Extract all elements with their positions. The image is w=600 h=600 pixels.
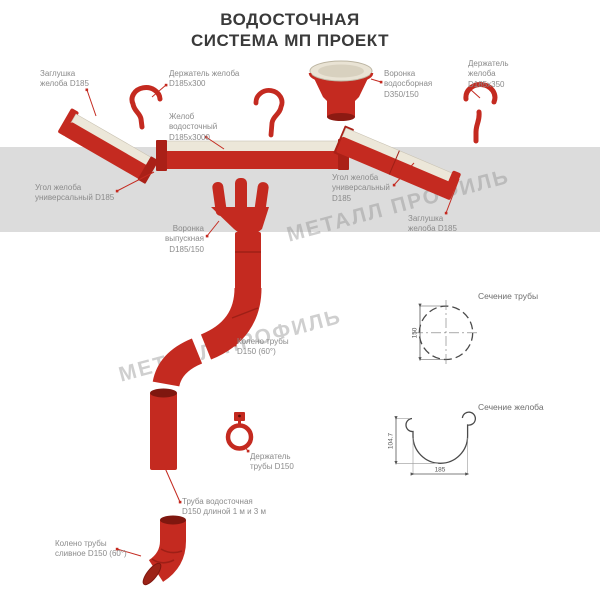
leader-drain-elbow [116,548,142,557]
pipe-elbow-upper [200,287,262,360]
label-downpipe: Труба водосточная D150 длиной 1 м и 3 м [182,497,266,517]
downpipe-opening [150,388,177,398]
gutter-corner-collar-left [156,140,167,171]
pipe-holder [225,412,254,451]
drain-elbow-rib-2 [151,558,175,564]
label-gutter-main: Желоб водосточный D185х3000 [169,112,218,142]
pipe-section-title: Сечение трубы [478,291,539,301]
holder-ring [225,423,254,451]
gutter-front [162,151,343,169]
label-pipe-elbow: Колено трубы D150 (60°) [237,337,289,357]
gutter-corner-collar [137,156,159,184]
drain-elbow-top-opening [160,515,186,525]
gutter-section-title: Сечение желоба [478,402,544,412]
pipe-cross-section: 150 [412,300,479,366]
label-funnel-inlet: Воронка водосборная D350/150 [384,69,433,99]
drain-elbow-outlet [142,562,162,586]
gutter-end-cap-right [442,170,461,200]
pipe-diameter-dim: 150 [412,327,419,338]
funnel-outlet-rim [327,113,355,121]
leader-cap-right [445,178,460,214]
gutter-hook-left [129,85,163,130]
leader-funnel-inlet [370,78,382,83]
leader-corner-left [116,171,155,192]
leader-downpipe [164,467,181,503]
label-corner-right: Угол желоба универсальный D185 [332,173,390,203]
label-cap-left: Заглушка желоба D185 [40,69,89,89]
label-holder-350: Держатель желоба D185х350 [468,59,509,89]
gutter-hook-right [463,81,498,144]
funnel-top-interior [318,64,364,78]
gutter-front [336,136,451,198]
label-corner-left: Угол желоба универсальный D185 [35,183,115,203]
gutter-cross-section: 104.7 185 [388,411,476,476]
outlet-funnel-claw [211,178,269,290]
gutter-hook-center [253,88,285,138]
pipe-elbow-lower [152,338,203,388]
leader-anchors [85,80,472,551]
label-cap-right: Заглушка желоба D185 [408,214,457,234]
gutter-front [64,122,153,182]
page-title: ВОДОСТОЧНАЯ СИСТЕМА МП ПРОЕКТ [140,10,440,51]
funnel-rim-edge [308,72,374,85]
outlet-tube [235,232,261,290]
drain-elbow [142,515,186,586]
label-funnel-outlet: Воронка выпускная D185/150 [165,224,204,254]
drain-elbow-rib-1 [160,548,183,554]
elbow-seam [231,307,259,319]
gutter-seam [388,150,400,175]
leader-holder-300 [151,84,167,98]
gutter-profile [405,411,476,464]
page-title-line2: СИСТЕМА МП ПРОЕКТ [191,30,389,50]
downpipe-tube [150,392,177,470]
holder-screw [238,414,241,418]
funnel-body [311,72,371,117]
leader-funnel-outlet [206,220,220,237]
page-title-line1: ВОДОСТОЧНАЯ [220,10,360,29]
gutter-run-right [333,125,461,200]
claw-body [211,207,269,233]
leader-holder-350 [469,88,481,99]
leader-lines [86,78,481,557]
leader-pipe-elbow [214,337,236,346]
gutter-run-left [58,108,159,184]
label-holder-300: Держатель желоба D185х300 [169,69,240,89]
downpipe-assembly [150,287,262,470]
gutter-run-center [156,139,349,171]
leader-cap-left [86,89,97,117]
gutter-end-cap-left [58,108,79,136]
label-drain-elbow: Колено трубы сливное D150 (60°) [55,539,127,559]
label-pipe-holder: Держатель трубы D150 [250,452,294,472]
leader-corner-right [393,162,415,186]
leader-gutter-main [205,136,225,150]
gutter-height-dim: 104.7 [388,432,395,449]
claw-finger-center [235,178,247,216]
collector-funnel [308,60,374,121]
gutter-width-dim: 185 [435,467,446,474]
